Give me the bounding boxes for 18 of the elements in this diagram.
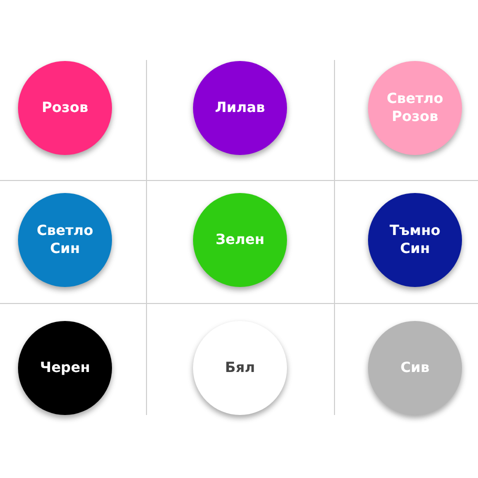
color-name: Черен [39,359,91,377]
color-name: Светло Син [36,222,94,258]
color-circle [18,193,112,287]
color-name: Сив [400,359,430,377]
color-circle [368,193,462,287]
color-name: Розов [40,99,90,117]
color-circle [18,61,112,155]
color-name: Светло Розов [386,90,444,126]
color-circle [193,61,287,155]
color-name: Бял [224,359,256,377]
color-name: Тъмно Син [388,222,442,258]
color-circle [368,61,462,155]
color-circle [368,321,462,415]
color-circle [193,321,287,415]
color-name: Лилав [214,99,266,117]
color-name: Зелен [214,231,266,249]
color-circle [18,321,112,415]
color-circle [193,193,287,287]
